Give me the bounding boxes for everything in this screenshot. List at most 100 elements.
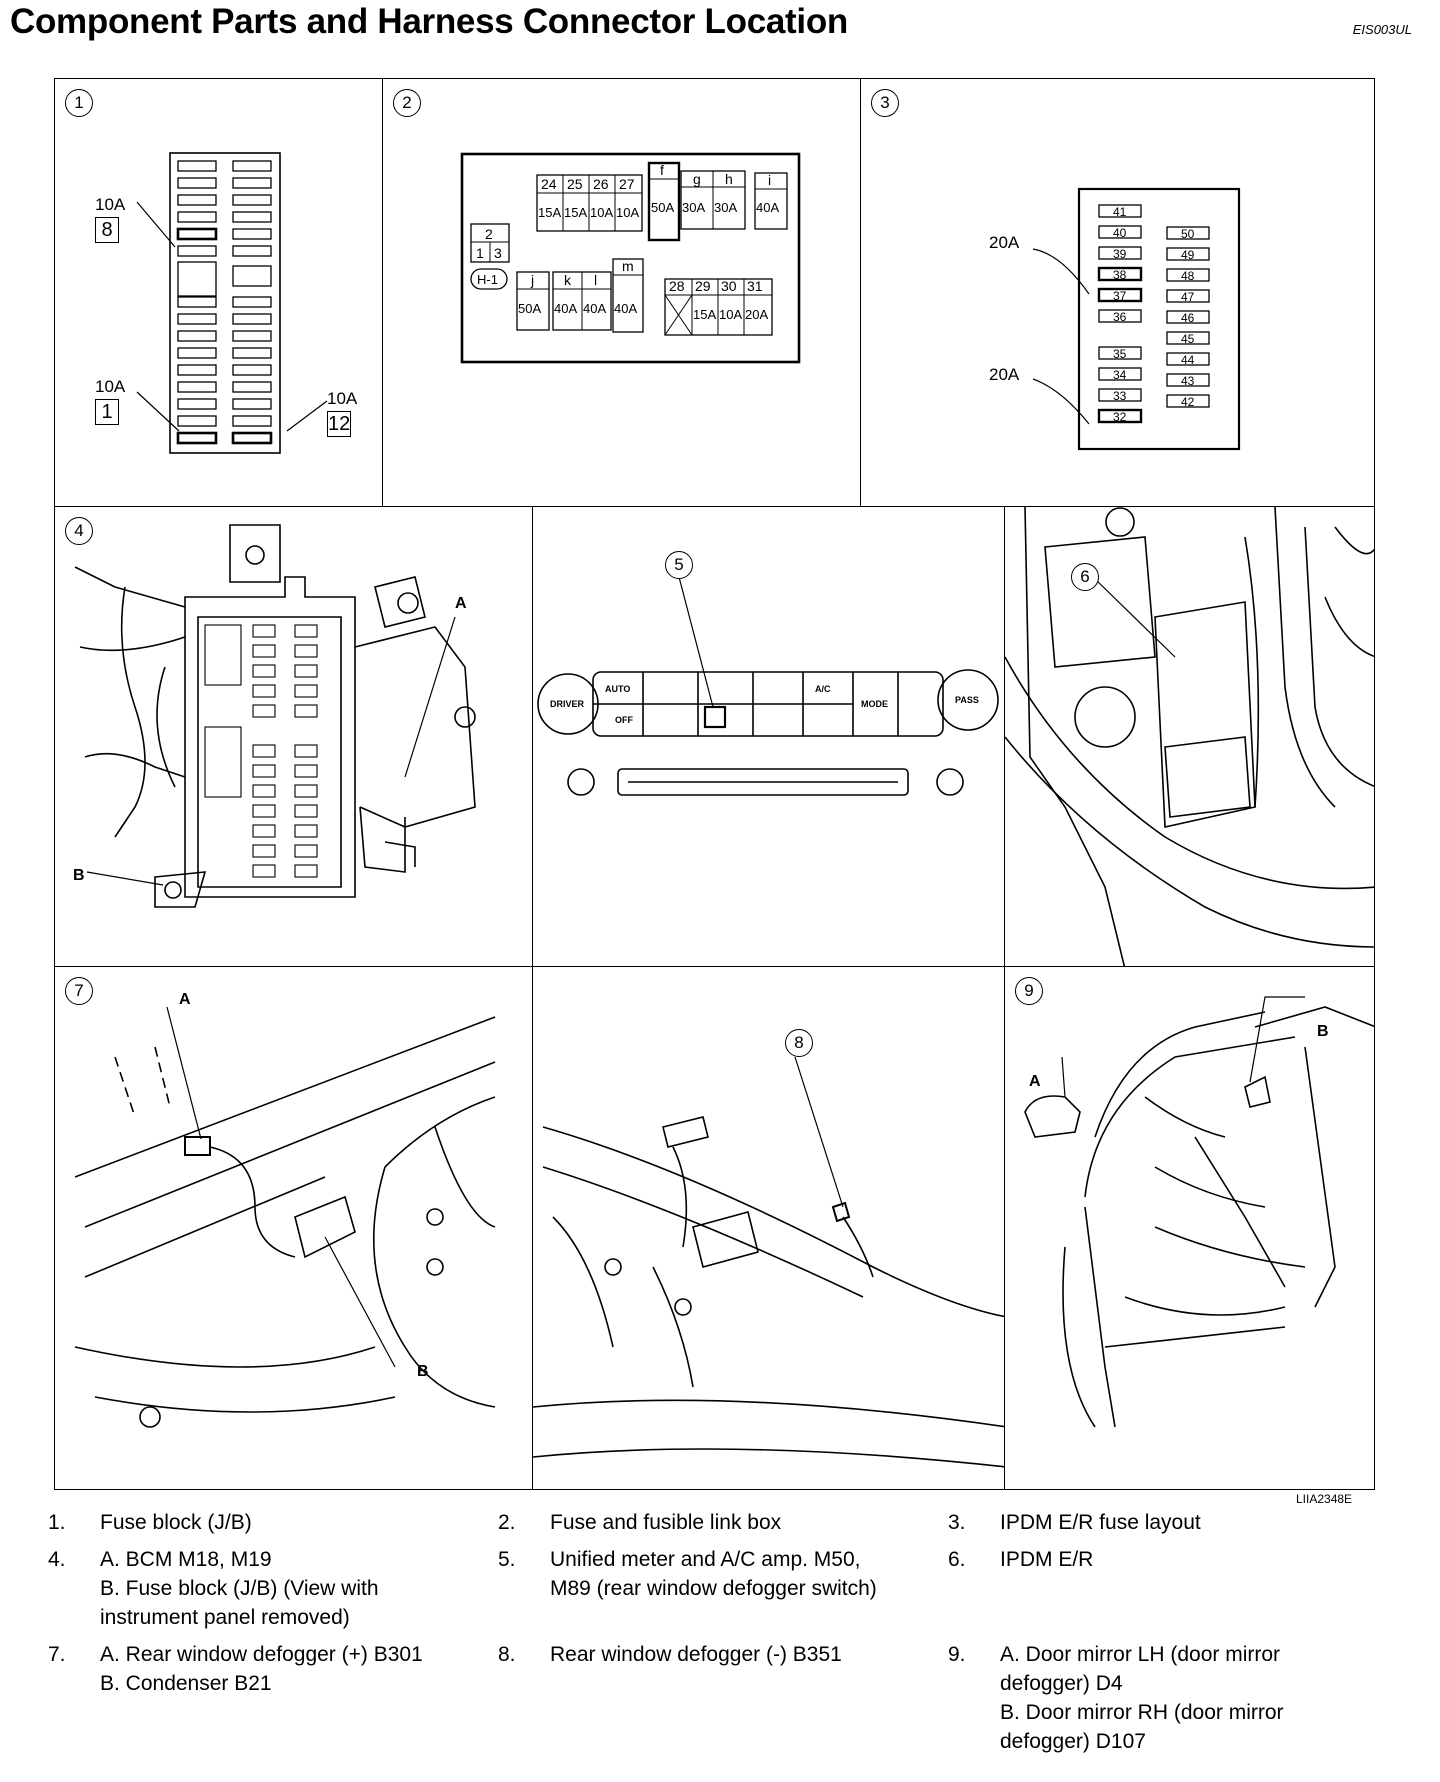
ipdm-fuse-slot xyxy=(1098,346,1142,360)
fuse-slot-label: i xyxy=(768,172,771,188)
fuse-slot xyxy=(177,381,217,393)
fuse-amp-label: 10A xyxy=(327,389,358,408)
fuse-slot xyxy=(252,804,276,818)
door-mirrors-drawing xyxy=(1024,996,1374,1428)
fuse-link-box-drawing: 24 25 26 27 15A 15A 10A 10A f 50A g h 30… xyxy=(460,152,801,364)
ipdm-fuse-number: 34 xyxy=(1113,368,1127,382)
fuse-slot xyxy=(177,415,217,427)
ipdm-fuse-number: 48 xyxy=(1181,269,1195,283)
defogger-plus-drawing xyxy=(74,1006,496,1428)
legend-item: 5. Unified meter and A/C amp. M50, M89 (… xyxy=(498,1545,938,1645)
legend-text: Unified meter and A/C amp. M50, M89 (rea… xyxy=(550,1548,877,1600)
fuse-slot-label: f xyxy=(660,162,664,178)
ipdm-fuse-number: 47 xyxy=(1181,290,1195,304)
fuse-slot xyxy=(232,245,272,257)
panel-number-7: 7 xyxy=(65,977,93,1005)
ipdm-fuse-number: 36 xyxy=(1113,310,1127,324)
fuse-amp-label: 10A xyxy=(95,195,126,214)
fuse-slot xyxy=(232,415,272,427)
fuse-slot xyxy=(177,398,217,410)
fuse-slot xyxy=(294,824,318,838)
ipdm-fuse-slot xyxy=(1097,287,1143,303)
fuse-amp-label: 30A xyxy=(682,200,705,215)
fuse-slot xyxy=(177,194,217,206)
ipdm-fuse-number: 49 xyxy=(1181,248,1195,262)
fuse-slot-label: 26 xyxy=(593,176,609,192)
ipdm-fuse-slot xyxy=(1098,388,1142,402)
legend-text: IPDM E/R fuse layout xyxy=(1000,1511,1201,1534)
ipdm-er-drawing xyxy=(1005,507,1374,967)
fuse-slot xyxy=(252,824,276,838)
fuse-amp-label: 10A xyxy=(95,377,126,396)
legend-text: A. BCM M18, M19 B. Fuse block (J/B) (Vie… xyxy=(100,1548,379,1629)
fuse-slot-label: 25 xyxy=(567,176,583,192)
fuse-slot-label: j xyxy=(530,272,534,288)
fuse-slot-label: 30 xyxy=(721,278,737,294)
fuse-slot xyxy=(231,431,273,445)
connector-label: H-1 xyxy=(477,272,498,287)
legend-number: 7. xyxy=(48,1643,66,1666)
fuse-slot xyxy=(294,704,318,718)
fuse-amp-label: 20A xyxy=(745,307,768,322)
ipdm-fuse-number: 50 xyxy=(1181,227,1195,241)
fuse-slot xyxy=(232,330,272,342)
ipdm-fuse-slot xyxy=(1166,394,1210,408)
fuse-slot-label: k xyxy=(564,272,572,288)
ipdm-fuse-slot xyxy=(1098,309,1142,323)
defogger-minus-drawing xyxy=(533,1056,1005,1468)
fuse-amp-label: 50A xyxy=(518,301,541,316)
ipdm-fuse-number: 40 xyxy=(1113,226,1127,240)
ipdm-fuse-slot xyxy=(1166,331,1210,345)
fuse-slot xyxy=(294,844,318,858)
fuse-slot xyxy=(252,704,276,718)
fuse-slot xyxy=(294,684,318,698)
page-title: Component Parts and Harness Connector Lo… xyxy=(10,2,848,41)
legend-number: 2. xyxy=(498,1511,516,1534)
fuse-block-drawing xyxy=(136,152,328,454)
legend-item: 3. IPDM E/R fuse layout xyxy=(948,1508,1388,1548)
legend-number: 5. xyxy=(498,1548,516,1571)
panel-number-2: 2 xyxy=(393,89,421,117)
fuse-slot xyxy=(252,864,276,878)
fuse-slot-label: 2 xyxy=(485,226,493,242)
legend-number: 4. xyxy=(48,1548,66,1571)
legend-text: IPDM E/R xyxy=(1000,1548,1094,1571)
off-label: OFF xyxy=(615,715,633,725)
fuse-slot xyxy=(294,764,318,778)
fuse-slot xyxy=(177,211,217,223)
fuse-slot xyxy=(232,313,272,325)
legend-item: 4. A. BCM M18, M19 B. Fuse block (J/B) (… xyxy=(48,1545,488,1645)
panel-defogger-minus: 8 xyxy=(532,966,1006,1490)
fuse-amp-label: 40A xyxy=(614,301,637,316)
panel-defogger-plus: 7 A B xyxy=(54,966,534,1490)
fuse-slot xyxy=(177,313,217,325)
legend-number: 6. xyxy=(948,1548,966,1571)
legend-item: 1. Fuse block (J/B) xyxy=(48,1508,488,1548)
legend-item: 6. IPDM E/R xyxy=(948,1545,1388,1645)
fuse-slot xyxy=(252,624,276,638)
fuse-slot xyxy=(177,160,217,172)
ac-label: A/C xyxy=(815,684,831,694)
panel-number-1: 1 xyxy=(65,89,93,117)
panel-number-6: 6 xyxy=(1071,563,1099,591)
ipdm-fuse-slot xyxy=(1166,289,1210,303)
panel-number-5: 5 xyxy=(665,551,693,579)
fuse-slot-label: 1 xyxy=(476,245,484,261)
fuse-slot xyxy=(176,227,218,241)
fuse-slot xyxy=(177,330,217,342)
ipdm-fuse-number: 38 xyxy=(1113,268,1127,282)
legend-item: 8. Rear window defogger (-) B351 xyxy=(498,1640,938,1740)
fuse-slot xyxy=(294,644,318,658)
fuse-slot xyxy=(232,398,272,410)
legend-text: A. Door mirror LH (door mirror defogger)… xyxy=(1000,1643,1284,1753)
fuse-amp-label: 40A xyxy=(554,301,577,316)
fuse-slot-label: l xyxy=(594,272,597,288)
panel-number-9: 9 xyxy=(1015,977,1043,1005)
legend-text: Fuse block (J/B) xyxy=(100,1511,252,1534)
ipdm-fuse-number: 45 xyxy=(1181,332,1195,346)
ipdm-fuse-slot xyxy=(1098,367,1142,381)
fuse-slot-label: h xyxy=(725,171,733,187)
fuse-slot xyxy=(177,364,217,376)
fuse-slot xyxy=(232,211,272,223)
